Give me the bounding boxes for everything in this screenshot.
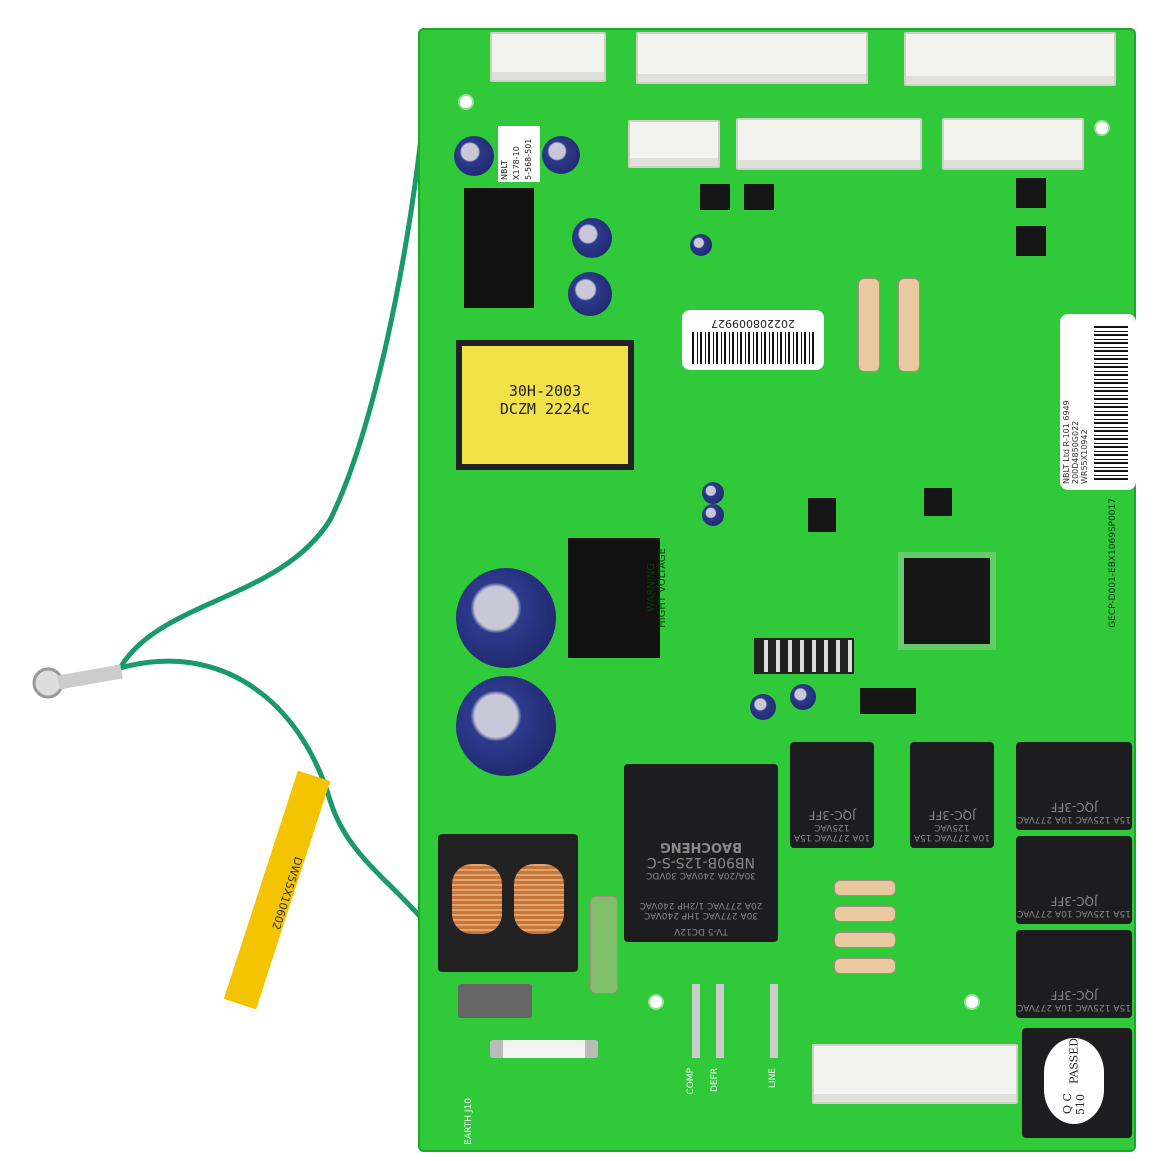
connector-j1[interactable] <box>904 32 1116 86</box>
ic-chip <box>808 498 836 532</box>
microcontroller-chip <box>904 558 990 644</box>
capacitor <box>542 136 580 174</box>
capacitor <box>750 694 776 720</box>
ic-chip <box>1016 178 1046 208</box>
capacitor <box>702 482 724 504</box>
ic-chip <box>744 184 774 210</box>
resistor <box>858 278 880 372</box>
mounting-hole <box>964 994 980 1010</box>
capacitor <box>456 676 556 776</box>
capacitor <box>702 504 724 526</box>
mounting-hole <box>1094 120 1110 136</box>
ic-chip <box>700 184 730 210</box>
connector-j4[interactable] <box>490 32 606 82</box>
small-label-line3: 5-568-501 <box>524 138 533 180</box>
resistor <box>834 880 896 896</box>
board-code: GECP-D001-EBX1069SP0017 <box>1108 498 1118 628</box>
small-label: NBLT X178-10 5-568-501 <box>498 126 540 182</box>
terminal-label-defr: DEFR <box>710 1068 720 1093</box>
resistor <box>834 958 896 974</box>
capacitor <box>568 272 612 316</box>
heatsink <box>568 538 660 658</box>
capacitor <box>454 136 494 176</box>
spade-terminal[interactable] <box>716 984 724 1058</box>
resistor <box>590 896 618 994</box>
capacitor <box>690 234 712 256</box>
small-label-line2: X178-10 <box>512 146 521 180</box>
spade-terminal[interactable] <box>770 984 778 1058</box>
capacitor <box>790 684 816 710</box>
heatsink <box>464 188 534 308</box>
main-relay: TV-5 DC12V 30A 277VAC 1HP 240VAC 20A 277… <box>624 764 778 942</box>
terminal-label-comp: COMP <box>686 1068 696 1095</box>
resistor <box>898 278 920 372</box>
inductor-choke <box>438 834 578 972</box>
ic-chip <box>924 488 952 516</box>
capacitor <box>572 218 612 258</box>
terminal-label-earth: EARTH J10 <box>464 1098 474 1145</box>
mounting-hole <box>648 994 664 1010</box>
resistor <box>834 932 896 948</box>
small-label-line1: NBLT <box>500 160 509 180</box>
connector-j2[interactable] <box>736 118 922 170</box>
ring-terminal <box>32 667 64 699</box>
mounting-hole <box>458 94 474 110</box>
barcode-label: 202208009927 <box>682 310 824 370</box>
varistor <box>458 984 532 1018</box>
connector-j5[interactable] <box>942 118 1084 170</box>
ic-chip <box>1016 226 1046 256</box>
connector-j3[interactable] <box>636 32 868 84</box>
connector-j7[interactable] <box>812 1044 1018 1104</box>
capacitor <box>456 568 556 668</box>
resistor <box>834 906 896 922</box>
spade-terminal[interactable] <box>692 984 700 1058</box>
fuse <box>490 1040 598 1058</box>
terminal-label-line: LINE <box>768 1068 778 1089</box>
ic-chip <box>860 688 916 714</box>
connector-j14[interactable] <box>628 120 720 168</box>
pin-header[interactable] <box>754 638 854 674</box>
